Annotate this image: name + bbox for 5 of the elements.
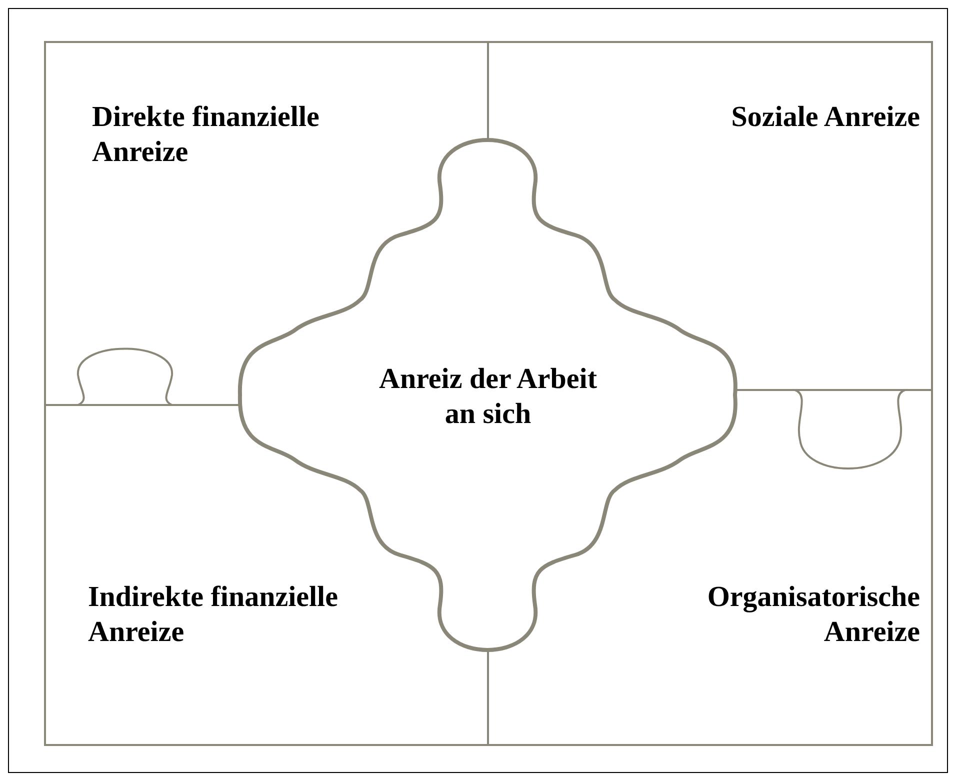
piece-label: Soziale Anreize — [730, 100, 920, 135]
piece-label: Indirekte finanzielle Anreize — [88, 580, 339, 650]
piece-label: Organisatorische Anreize — [706, 580, 920, 650]
piece-label: Anreiz der Arbeit an sich — [378, 362, 598, 432]
piece-label: Direkte finanzielle Anreize — [92, 100, 320, 170]
